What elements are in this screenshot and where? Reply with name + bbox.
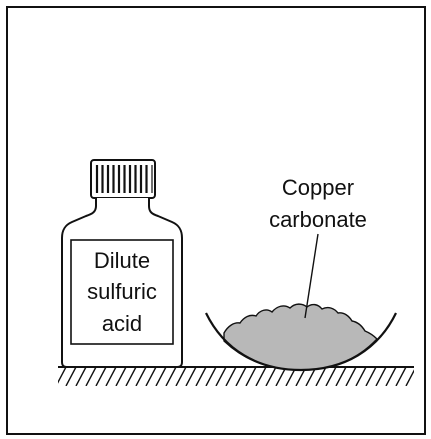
copper-carbonate-powder [223,303,378,371]
bench-surface [58,366,414,386]
acid-bottle: Dilute sulfuric acid [61,159,183,368]
dish-label-line-1: Copper [282,175,354,200]
evaporating-dish [205,303,397,372]
bench-hatching [58,367,414,386]
dish-bowl [205,312,397,372]
bottle-label-line-2: sulfuric [87,279,157,304]
bottle-label-line-1: Dilute [94,248,150,273]
bottle-label [70,239,174,345]
label-pointer-line [304,233,319,319]
bottle-label-line-3: acid [102,311,142,336]
diagram-frame [6,6,426,435]
bottle-cap-ribs [95,165,153,193]
dish-label-line-2: carbonate [269,207,367,232]
copper-carbonate-label: Copper carbonate [269,175,367,319]
